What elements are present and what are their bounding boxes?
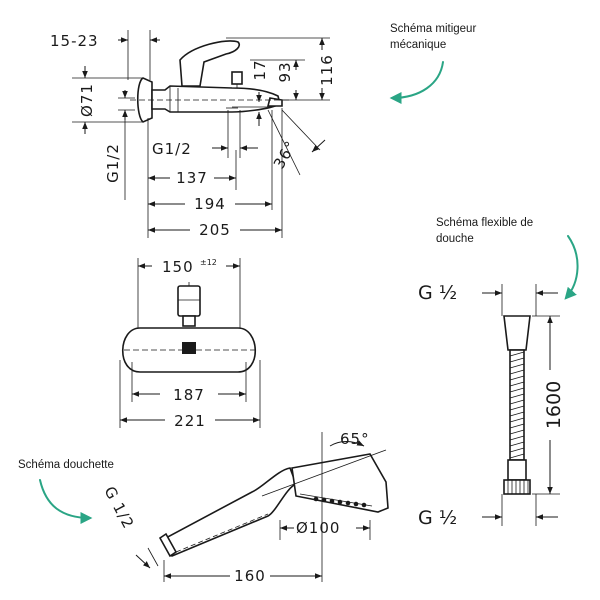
handshower-view: 65° Ø100 G 1/2 160 bbox=[100, 430, 389, 585]
dim-17: 17 bbox=[251, 59, 269, 80]
dim-handshower-g12: G 1/2 bbox=[100, 483, 137, 532]
note-hose-line2: douche bbox=[436, 233, 474, 245]
front-outlet bbox=[182, 342, 196, 354]
note-mixer-line2: mécanique bbox=[390, 39, 446, 51]
dim-194: 194 bbox=[194, 195, 226, 213]
diverter-knob bbox=[231, 71, 243, 85]
dim-221: 221 bbox=[174, 412, 206, 430]
mixer-body bbox=[151, 85, 281, 113]
arrow-mixer bbox=[389, 61, 444, 104]
arrow-handshower bbox=[39, 479, 93, 524]
handshower-nozzles bbox=[313, 496, 367, 508]
hose-ribs bbox=[509, 351, 525, 459]
dim-116: 116 bbox=[318, 54, 336, 86]
dim-g12-horizontal: G1/2 bbox=[152, 140, 192, 158]
front-lever bbox=[177, 285, 201, 317]
dim-diameter-100: Ø100 bbox=[296, 519, 340, 537]
note-mixer-line1: Schéma mitigeur bbox=[390, 23, 476, 35]
hose-ferrule bbox=[507, 459, 527, 481]
dim-g12-vertical: G1/2 bbox=[104, 143, 122, 183]
dim-137: 137 bbox=[176, 169, 208, 187]
arrow-hose bbox=[564, 235, 579, 300]
mixer-lever bbox=[179, 40, 241, 87]
dim-diameter-71: Ø71 bbox=[78, 83, 96, 117]
dim-150-tolerance: ±12 bbox=[200, 258, 217, 267]
note-handshower: Schéma douchette bbox=[18, 459, 114, 471]
hose-view: G ½ G ½ bbox=[418, 282, 565, 529]
dim-205: 205 bbox=[199, 221, 231, 239]
mixer-side-view: 15-23 Ø71 G1/2 93 116 17 G1/2 bbox=[50, 30, 336, 239]
dim-187: 187 bbox=[173, 386, 205, 404]
dim-1600: 1600 bbox=[543, 381, 565, 429]
handshower-handle bbox=[160, 467, 298, 557]
hose-top-fitting bbox=[503, 315, 531, 351]
dim-93: 93 bbox=[276, 61, 294, 82]
label-g12-top: G ½ bbox=[418, 282, 457, 304]
hose-bottom-nut bbox=[503, 479, 531, 495]
label-g12-bottom: G ½ bbox=[418, 507, 457, 529]
front-lever-stem bbox=[182, 315, 196, 327]
hose-body bbox=[509, 349, 525, 461]
dim-65-deg: 65° bbox=[340, 430, 370, 448]
dim-160: 160 bbox=[234, 567, 266, 585]
mixer-front-view: 150 ±12 187 221 bbox=[119, 258, 261, 430]
note-hose-line1: Schéma flexible de bbox=[436, 217, 533, 229]
dim-15-23: 15-23 bbox=[50, 32, 99, 50]
dim-150: 150 bbox=[162, 258, 194, 276]
